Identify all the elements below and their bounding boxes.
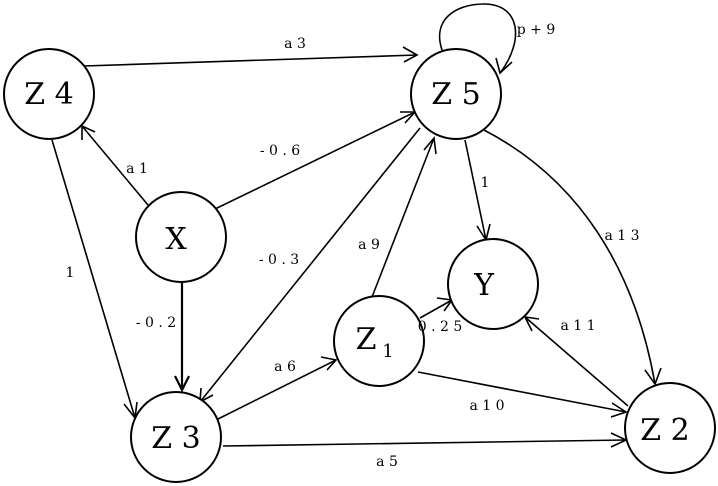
edge-label-z2-y: a 1 1	[560, 318, 595, 334]
edge-z5-z2	[483, 129, 662, 386]
edge-label-z5-y: 1	[481, 175, 490, 191]
edge-z3-z2	[222, 432, 628, 448]
node-z3[interactable]: Z 3	[130, 391, 222, 483]
node-x[interactable]: X	[135, 191, 227, 283]
edge-label-z4-z3: 1	[66, 265, 75, 281]
node-z1-subscript: 1	[382, 341, 393, 362]
edge-label-z5-self: p + 9	[517, 22, 556, 38]
edge-label-z4-z5: a 3	[284, 36, 306, 52]
edge-label-x-z3: - 0 . 2	[136, 315, 176, 331]
edge-z3-z1	[217, 356, 338, 420]
edge-label-x-z5: - 0 . 6	[260, 143, 300, 159]
edge-label-z3-z2: a 5	[376, 454, 398, 470]
edge-label-z1-z2: a 1 0	[469, 398, 504, 414]
edge-z5-self-loop	[438, 3, 517, 75]
node-x-label: X	[165, 222, 187, 257]
node-y[interactable]: Y	[447, 238, 539, 330]
node-y-label: Y	[473, 268, 495, 303]
node-z4-label: Z 4	[24, 77, 73, 112]
edge-x-z3	[174, 283, 190, 393]
edge-label-z1-y: 0 . 2 5	[418, 319, 463, 335]
edge-z1-z5	[371, 136, 437, 298]
node-z1-label: Z	[356, 322, 377, 357]
node-z5-label: Z 5	[431, 77, 480, 112]
node-z4[interactable]: Z 4	[3, 48, 95, 140]
edge-label-z5-z3: - 0 . 3	[259, 252, 299, 268]
node-z3-label: Z 3	[151, 421, 200, 456]
edge-z1-z2	[417, 371, 628, 418]
node-z2[interactable]: Z 2	[624, 382, 716, 474]
edge-x-z5	[214, 111, 417, 210]
edge-label-z1-z5: a 9	[358, 237, 380, 253]
edge-z4-z5	[83, 46, 419, 67]
edge-z1-y	[419, 297, 454, 319]
node-z1[interactable]: Z 1	[333, 295, 425, 387]
edge-label-z5-z2: a 1 3	[604, 228, 639, 244]
node-z2-label: Z 2	[640, 413, 689, 448]
edge-label-z3-z1: a 6	[274, 359, 296, 375]
edge-label-x-z4: a 1	[126, 161, 148, 177]
node-z5[interactable]: Z 5	[410, 48, 502, 140]
